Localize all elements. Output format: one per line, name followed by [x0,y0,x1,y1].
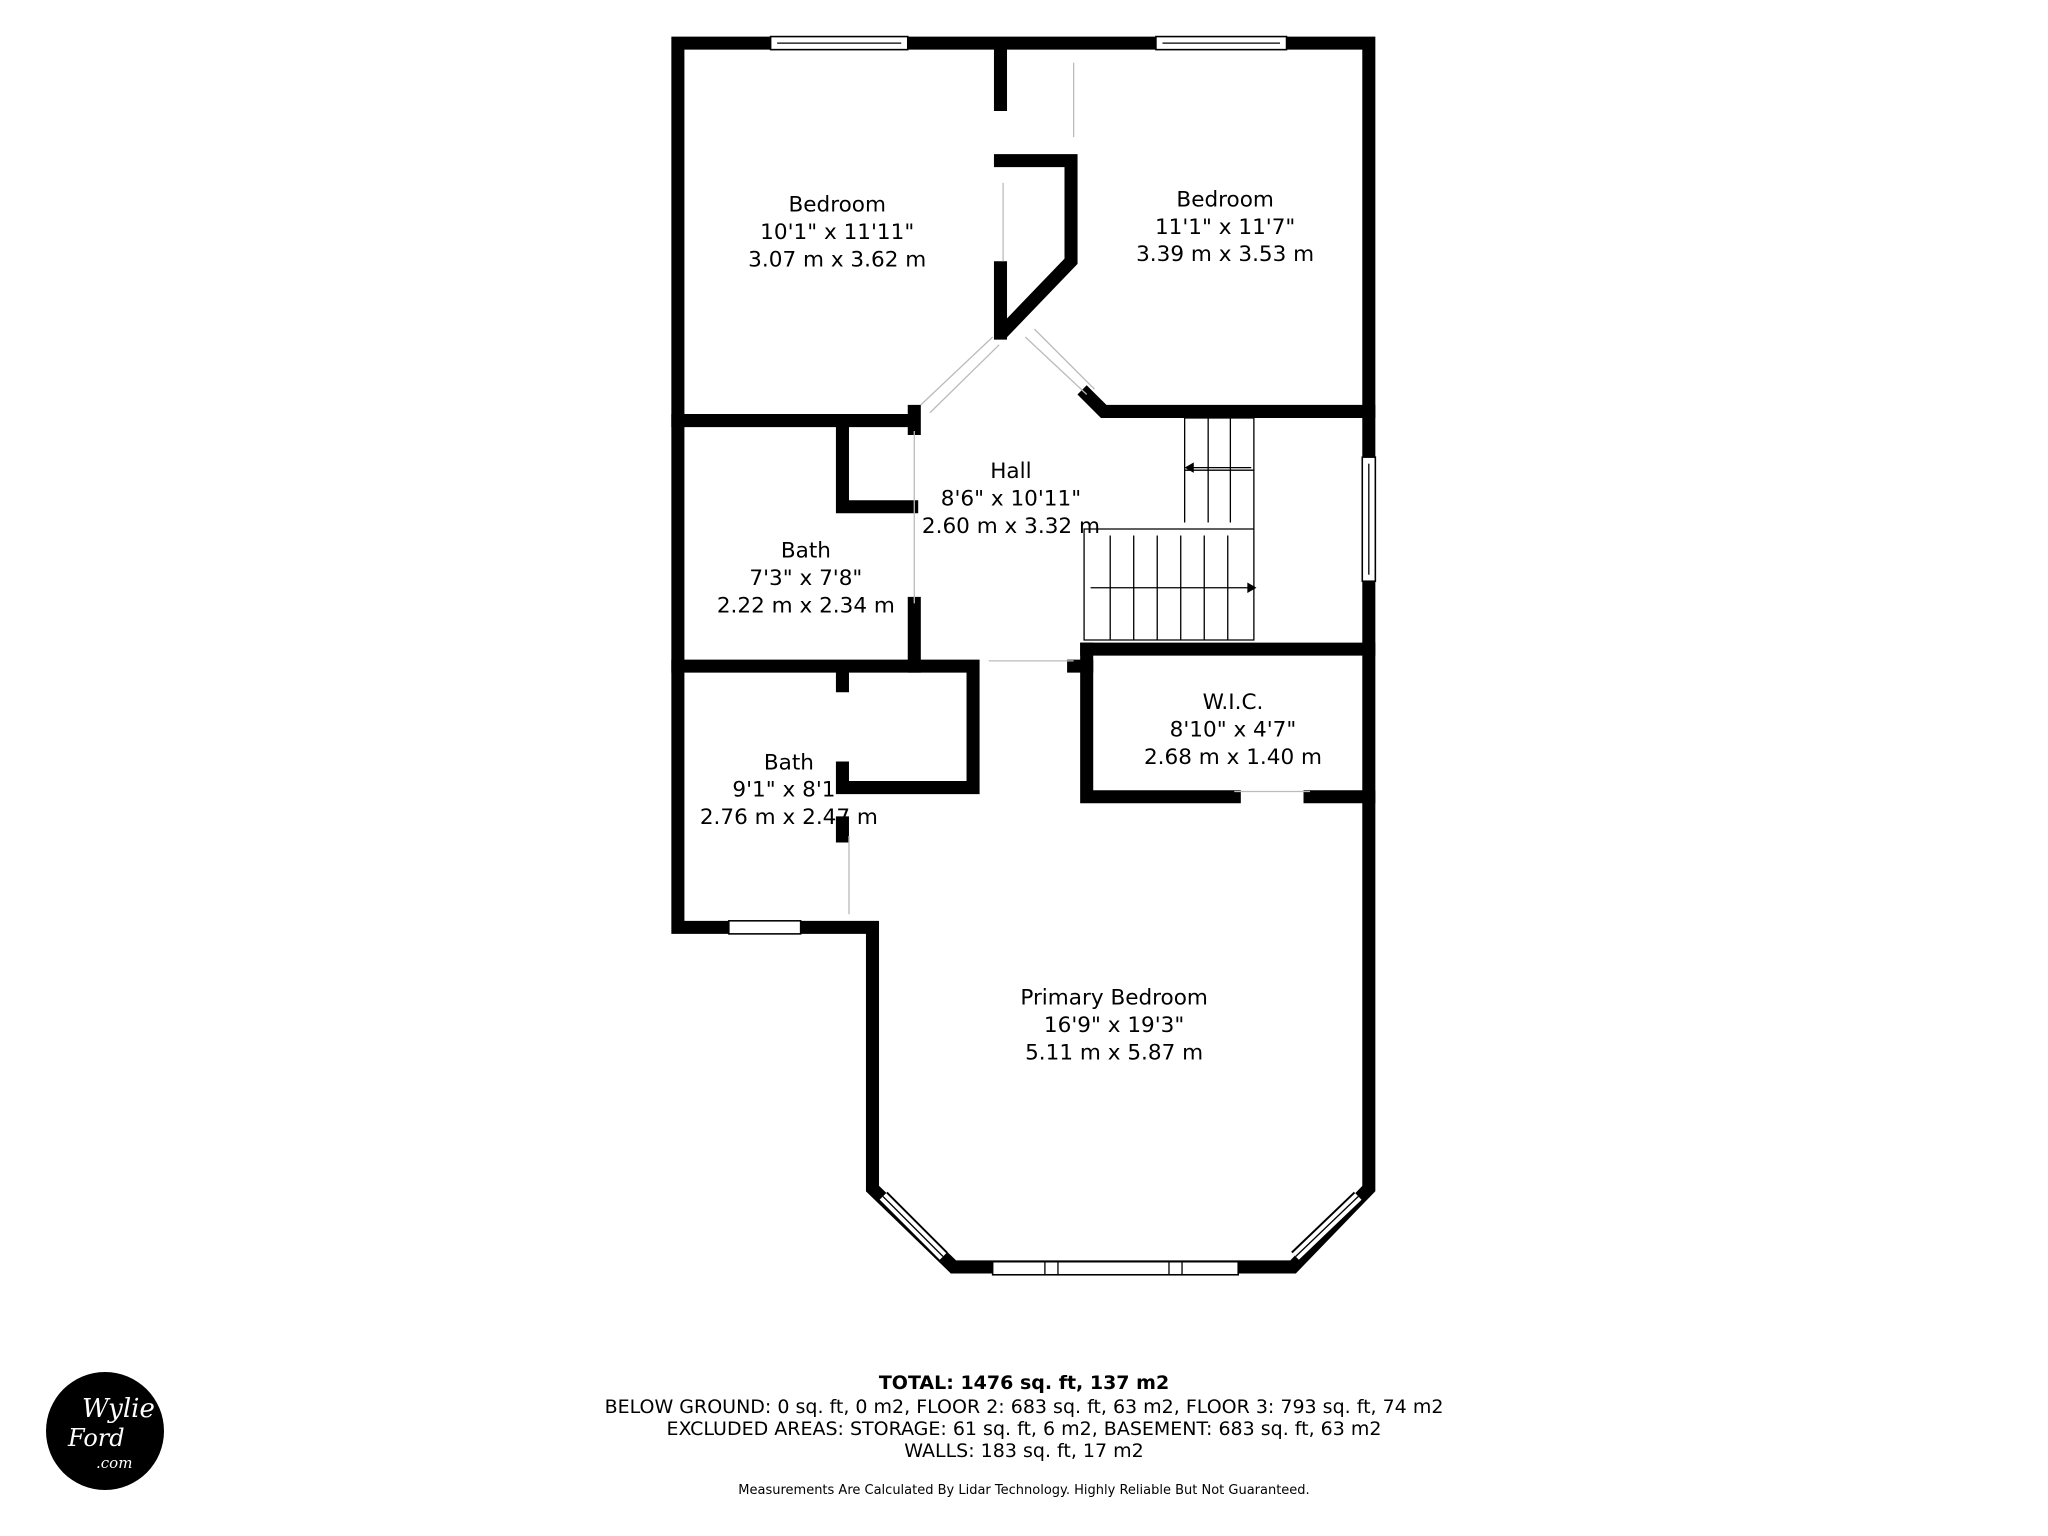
room-dimensions-metric: 3.39 m x 3.53 m [1136,242,1314,267]
room-name: Bedroom [1176,187,1273,212]
room-dimensions-imperial: 10'1" x 11'11" [760,220,914,245]
staircase [1083,417,1257,641]
room-dimensions-metric: 2.22 m x 2.34 m [717,594,895,619]
room-dimensions-imperial: 8'10" x 4'7" [1170,718,1297,743]
windows [728,35,1377,1276]
room-dimensions-imperial: 11'1" x 11'7" [1155,215,1295,240]
room-name: Primary Bedroom [1020,985,1208,1010]
brand-logo: Wylie Ford .com [46,1372,164,1490]
disclaimer: Measurements Are Calculated By Lidar Tec… [738,1483,1310,1498]
room-name: Bedroom [788,193,885,218]
total-area: TOTAL: 1476 sq. ft, 137 m2 [878,1372,1170,1394]
door-openings [848,62,1311,915]
room-dimensions-imperial: 16'9" x 19'3" [1044,1013,1184,1038]
room-name: Hall [990,459,1031,484]
excluded-areas: EXCLUDED AREAS: STORAGE: 61 sq. ft, 6 m2… [666,1418,1382,1440]
room-labels: Bedroom 10'1" x 11'11" 3.07 m x 3.62 m B… [700,187,1322,1065]
room-dimensions-metric: 5.11 m x 5.87 m [1025,1040,1203,1065]
room-dimensions-imperial: 8'6" x 10'11" [941,486,1081,511]
floor-areas: BELOW GROUND: 0 sq. ft, 0 m2, FLOOR 2: 6… [604,1396,1444,1418]
room-dimensions-metric: 2.60 m x 3.32 m [922,514,1100,539]
room-name: Bath [764,750,814,775]
room-dimensions-imperial: 7'3" x 7'8" [749,566,862,591]
room-dimensions-metric: 2.68 m x 1.40 m [1144,745,1322,770]
walls-area: WALLS: 183 sq. ft, 17 m2 [904,1440,1144,1462]
room-name: Bath [781,539,831,564]
room-dimensions-metric: 3.07 m x 3.62 m [748,247,926,272]
room-dimensions-metric: 2.76 m x 2.47 m [700,805,878,830]
room-dimensions-imperial: 9'1" x 8'1" [732,778,845,803]
room-name: W.I.C. [1203,690,1264,715]
